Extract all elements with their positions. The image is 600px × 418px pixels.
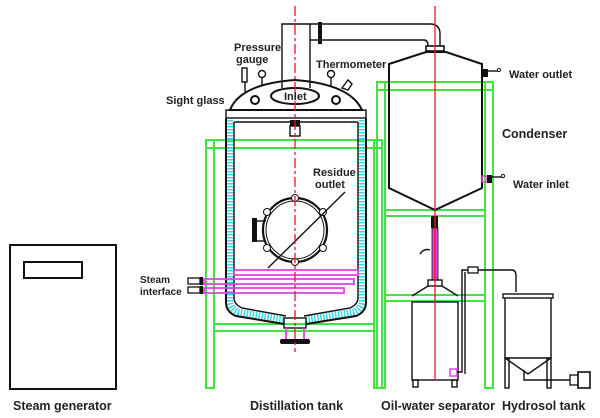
- pressure-gauge-label-1: Pressure: [234, 42, 281, 54]
- water-outlet-label: Water outlet: [509, 69, 572, 81]
- tank-inner-wall: [233, 122, 359, 317]
- steam-coil: [187, 269, 359, 294]
- safety-valve-icon: [340, 78, 353, 91]
- residue-outlet-label-1: Residue: [313, 167, 356, 179]
- thermometer-label: Thermometer: [316, 59, 387, 71]
- residue-outlet-manhole: [252, 191, 346, 269]
- sight-glass-fitting: [241, 67, 248, 83]
- steam-generator-caption: Steam generator: [13, 399, 112, 413]
- distillation-tank-caption: Distillation tank: [250, 399, 343, 413]
- distillation-tank: [187, 22, 441, 344]
- steam-generator-panel: [23, 261, 83, 279]
- hydrosol-tank: [502, 293, 591, 389]
- lid-port-left: [250, 95, 260, 105]
- oil-water-separator-caption: Oil-water separator: [381, 399, 495, 413]
- bottom-discharge-flange: [280, 339, 310, 344]
- hydrosol-tank-body: [504, 298, 552, 375]
- hydrosol-tank-caption: Hydrosol tank: [502, 399, 585, 413]
- steam-interface-label-1: Steam: [140, 275, 170, 286]
- condenser: [388, 45, 506, 212]
- residue-outlet-label-2: outlet: [315, 179, 345, 191]
- water-inlet-label: Water inlet: [513, 179, 569, 191]
- sight-glass-label: Sight glass: [166, 95, 225, 107]
- steam-generator: [9, 244, 117, 390]
- steam-interface-label-2: interface: [140, 287, 182, 298]
- pressure-gauge-icon: [257, 69, 267, 79]
- steam-generator-body: [9, 244, 117, 390]
- condenser-label: Condenser: [502, 127, 567, 141]
- pressure-gauge-label-2: gauge: [236, 54, 268, 66]
- inlet-label: Inlet: [284, 91, 307, 103]
- thermometer-icon: [326, 69, 336, 79]
- pump-icon: [577, 371, 591, 389]
- pipe-flange: [318, 22, 322, 44]
- lid-port-right: [331, 95, 341, 105]
- condenser-shell: [388, 51, 483, 212]
- vapor-riser-pipe: [281, 23, 311, 88]
- tank-lid: [228, 78, 364, 111]
- tank-outer-wall: [225, 118, 367, 325]
- steam-jacket: [226, 120, 366, 324]
